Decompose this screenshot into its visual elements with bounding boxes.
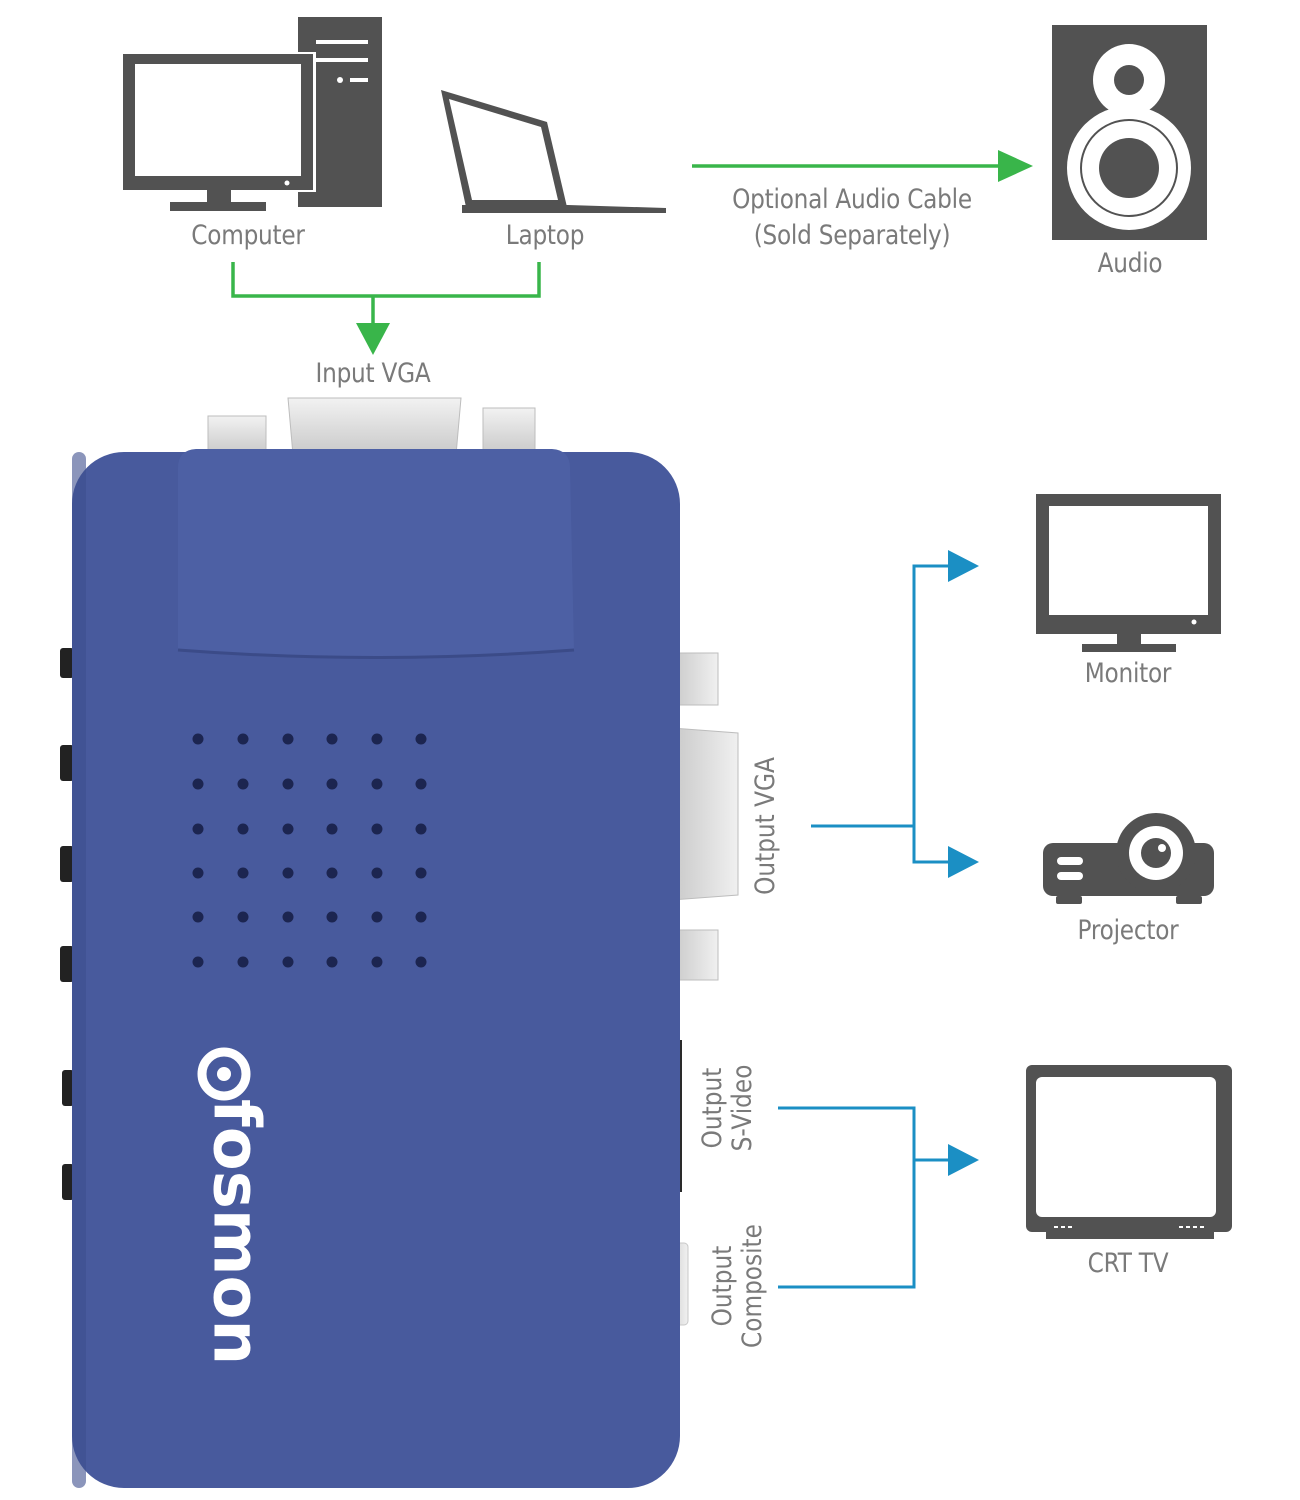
crt-tv-icon <box>1026 1065 1232 1239</box>
audio-arrowhead <box>998 150 1033 182</box>
output-svideo-label: Output S-Video <box>697 1044 758 1173</box>
output-composite-line2: Composite <box>737 1224 768 1348</box>
output-composite-line1: Output <box>707 1245 738 1327</box>
output-composite-label: Output Composite <box>707 1213 768 1359</box>
projector-arrowhead <box>948 846 979 878</box>
crt-tv-arrowhead <box>948 1144 979 1176</box>
output-tv-arrows <box>778 1106 955 1289</box>
computer-icon <box>120 17 382 211</box>
monitor-label: Monitor <box>1084 658 1172 689</box>
crt-tv-label: CRT TV <box>1087 1248 1169 1279</box>
output-vga-label: Output VGA <box>750 740 781 912</box>
output-svideo-line2: S-Video <box>727 1064 758 1152</box>
monitor-icon <box>1036 494 1221 652</box>
audio-label: Audio <box>1097 248 1163 279</box>
speaker-icon <box>1052 25 1207 240</box>
laptop-label: Laptop <box>505 220 585 251</box>
svg-text:fosmon: fosmon <box>198 1099 272 1365</box>
audio-cable-label-line2: (Sold Separately) <box>753 220 951 251</box>
input-arrows <box>231 262 541 330</box>
audio-cable-label-line1: Optional Audio Cable <box>732 184 972 215</box>
input-arrowhead <box>356 323 390 355</box>
computer-label: Computer <box>191 220 305 251</box>
input-vga-label: Input VGA <box>315 358 431 389</box>
output-svideo-line1: Output <box>697 1067 728 1149</box>
laptop-icon <box>441 90 666 213</box>
fosmon-converter-device: fosmon <box>60 397 739 1488</box>
projector-label: Projector <box>1077 915 1179 946</box>
output-vga-arrows <box>811 564 955 864</box>
output-vga-text: Output VGA <box>750 757 781 895</box>
projector-icon <box>1043 813 1214 904</box>
fosmon-logo: fosmon <box>197 1047 272 1365</box>
monitor-arrowhead <box>948 550 979 582</box>
